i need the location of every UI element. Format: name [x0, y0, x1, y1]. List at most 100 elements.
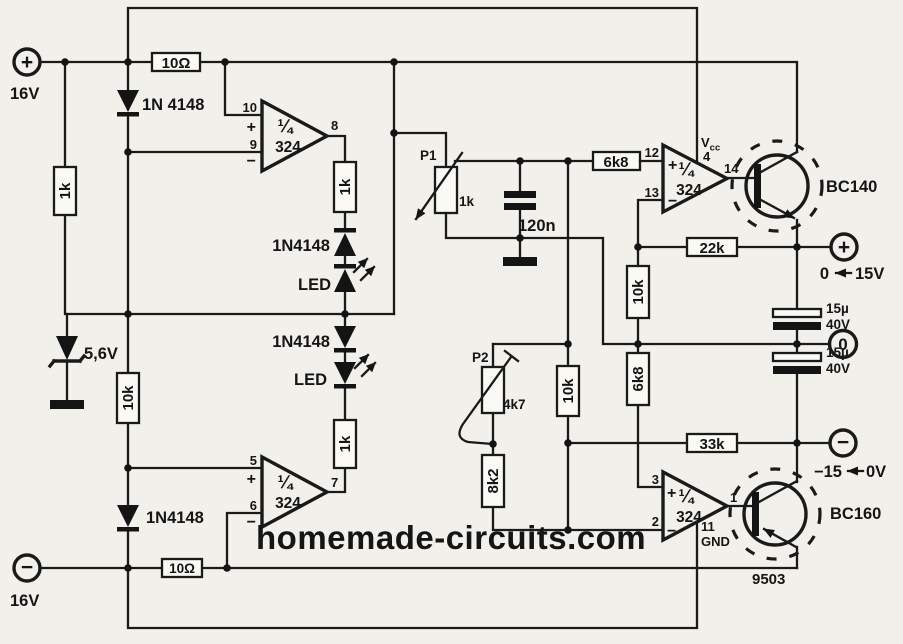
- opamp-1-pin9: 9: [250, 137, 257, 152]
- junction-dot: [223, 564, 231, 572]
- diode-chain1-icon: [334, 233, 356, 256]
- bc160-emitter: [762, 527, 798, 549]
- transistor-bc160: BC160 9503: [725, 441, 881, 588]
- bc160-base-bar: [752, 492, 759, 536]
- output-zero-terminal: [827, 328, 859, 360]
- right-divider: 10k 6k8 22k 33k: [566, 198, 833, 489]
- bc160-body-icon: [742, 481, 808, 547]
- bc140-collector: [759, 150, 799, 174]
- opamp-3: 5 + 6 − ¼ 324 7: [126, 453, 338, 570]
- junction-dot: [634, 340, 642, 348]
- junction-dot: [124, 58, 132, 66]
- cap-120n-plate-top: [504, 191, 536, 198]
- resistor-8k2: [480, 453, 506, 509]
- junction-dot: [489, 440, 497, 448]
- output-neg-sign: −: [837, 431, 849, 454]
- bc140-label: BC140: [826, 178, 877, 196]
- cap2-plate-neg: [773, 366, 821, 374]
- watermark-text: homemade-circuits.com: [256, 519, 646, 556]
- input-pos-terminal: [12, 47, 42, 77]
- resistor-10ohm-bottom-label: 10Ω: [169, 561, 195, 576]
- resistor-6k8-right: [625, 351, 651, 407]
- wire-p2-column: [491, 342, 665, 532]
- output-pos-range-from: 0: [820, 265, 829, 283]
- resistor-22k: [685, 236, 739, 258]
- opamp-2-vcc: Vcc: [701, 135, 720, 154]
- diode-chain1-label: 1N4148: [272, 237, 330, 255]
- pot-p2-value: 4k7: [503, 397, 526, 412]
- opamp-4-pin11: 11: [701, 519, 715, 534]
- resistor-1k-left-label: 1k: [57, 182, 74, 199]
- wire-chain-upper: [325, 134, 347, 316]
- input-pos-sign: +: [21, 51, 33, 74]
- supply-rails: [38, 6, 799, 630]
- bc140-body-icon: [744, 153, 810, 219]
- opamp-1-quarter: ¼: [277, 116, 294, 136]
- output-pos-sign: +: [838, 236, 850, 259]
- junction-dot: [793, 243, 801, 251]
- opamp-2: 6k8 12 + 13 − ¼ 324 Vcc 4 14: [591, 135, 739, 215]
- middle-divider: 10k P2 4k7 8k2: [458, 159, 665, 532]
- opamp-3-minus: −: [247, 514, 256, 531]
- output-neg-terminal: [828, 428, 858, 458]
- series-resistors: 10Ω 10Ω: [150, 51, 204, 579]
- pot-p1-wiper-icon: [414, 151, 464, 221]
- cap-120n: 120n: [503, 159, 556, 266]
- junction-dot: [341, 310, 349, 318]
- opamp-2-pin13: 13: [645, 185, 659, 200]
- led1-beam-2: [359, 265, 376, 282]
- resistor-10k-left-label: 10k: [120, 385, 137, 411]
- cap2-voltage: 40V: [826, 361, 850, 376]
- opamp-3-pin5: 5: [250, 453, 257, 468]
- opamp-1-pin10: 10: [243, 100, 257, 115]
- opamp-3-plus: +: [247, 471, 256, 488]
- led1-icon: [334, 269, 356, 292]
- pot-p2-label: P2: [472, 350, 489, 365]
- pot-p2-wiper-tbar: [503, 349, 520, 363]
- opamp-2-minus: −: [668, 193, 677, 210]
- opamp-1-minus: −: [247, 153, 256, 170]
- cap1-voltage: 40V: [826, 317, 850, 332]
- pot-p1-value: 1k: [459, 194, 475, 209]
- bc140-emitter: [759, 198, 796, 220]
- junction-dot: [564, 526, 572, 534]
- opamp-2-pin14: 14: [724, 161, 739, 176]
- bc160-collector: [757, 479, 799, 504]
- opamp-4-triangle: [661, 469, 731, 543]
- junction-dot: [564, 439, 572, 447]
- resistor-1k-chain-top-label: 1k: [337, 178, 354, 195]
- resistor-10ohm-top-label: 10Ω: [162, 55, 191, 72]
- led2-bar: [334, 384, 356, 389]
- opamp-4-quarter: ¼: [678, 486, 695, 506]
- input-pos-label: 16V: [10, 85, 39, 103]
- resistor-22k-label: 22k: [699, 240, 725, 257]
- resistor-1k-chain-top: [332, 160, 358, 214]
- pot-p1: [433, 165, 459, 215]
- diode-chain1-bar: [334, 228, 356, 233]
- led2-beam-1: [353, 353, 370, 370]
- resistor-1k-chain-bottom-label: 1k: [337, 435, 354, 452]
- design-code: 9503: [752, 571, 785, 588]
- diode-1n4148-bottomleft-label: 1N4148: [146, 509, 204, 527]
- diode-1n4148-bottomleft-icon: [117, 505, 139, 527]
- bc140-base-bar: [754, 164, 761, 208]
- left-branch: 1k 1N 4148 10k 1N4148 5,6V: [47, 60, 396, 570]
- terminals: + 16V − 16V + 0 15V 0 − −15 0V: [10, 47, 886, 610]
- resistor-6k8-top-label: 6k8: [603, 154, 628, 171]
- opamp-1-plus: +: [247, 119, 256, 136]
- resistor-10k-left: [115, 371, 141, 425]
- pot-p1-label: P1: [420, 148, 437, 163]
- resistor-10k-right-label: 10k: [630, 279, 647, 305]
- junction-dot: [61, 58, 69, 66]
- diode-1n4148-topleft-icon: [117, 90, 139, 112]
- opamp-2-triangle: [661, 142, 731, 215]
- diode-chain2-bar: [334, 348, 356, 353]
- bc140-heatsink-icon: [730, 139, 824, 233]
- ground-bar-mid-icon: [503, 257, 537, 266]
- wire-ref-vertical: [392, 60, 448, 316]
- opamp-4-pin2: 2: [652, 514, 659, 529]
- cap2-plate-pos: [771, 351, 823, 363]
- opamp-4: 3 + 2 − ¼ 324 1 11 GND: [652, 469, 737, 549]
